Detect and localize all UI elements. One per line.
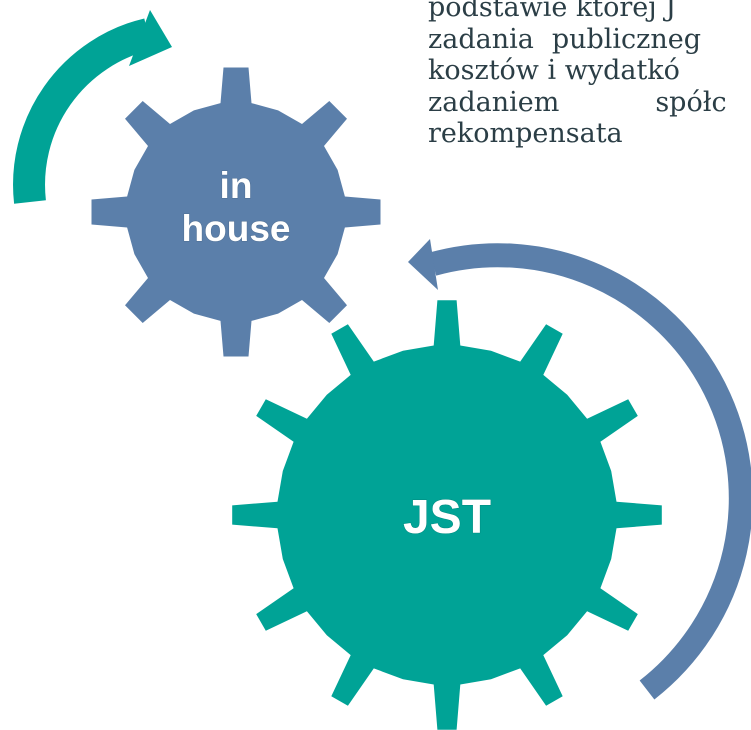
text-line-2-word-1: zadania — [428, 23, 534, 55]
text-line-1: podstawie której J — [428, 0, 677, 23]
text-line-5: rekompensata — [428, 118, 623, 149]
teal-cycle-arrow — [13, 10, 172, 204]
teal-arrowhead — [129, 10, 172, 66]
blue-cycle-arrow — [408, 239, 751, 700]
blue-arrowhead — [408, 239, 438, 290]
text-line-2: zadania publiczneg — [428, 24, 751, 56]
jst-label: JST — [403, 491, 491, 544]
in-house-label-line2: house — [182, 208, 291, 249]
in-house-gear: in house — [91, 67, 381, 357]
in-house-label-line1: in — [220, 165, 253, 206]
text-line-4-word-2: spółc — [655, 86, 727, 118]
in-house-gear-shape — [91, 67, 381, 357]
description-text: podstawie której J zadania publiczneg ko… — [428, 0, 751, 150]
blue-arrow-arc — [429, 243, 751, 700]
text-line-4: zadaniem spółc — [428, 87, 751, 119]
jst-gear: JST — [232, 300, 662, 730]
jst-gear-shape — [232, 300, 662, 730]
text-line-4-word-1: zadaniem — [428, 86, 560, 118]
teal-arrow-arc — [13, 18, 153, 204]
text-line-2-word-2: publiczneg — [551, 23, 702, 55]
text-line-3: kosztów i wydatkó — [428, 55, 680, 86]
